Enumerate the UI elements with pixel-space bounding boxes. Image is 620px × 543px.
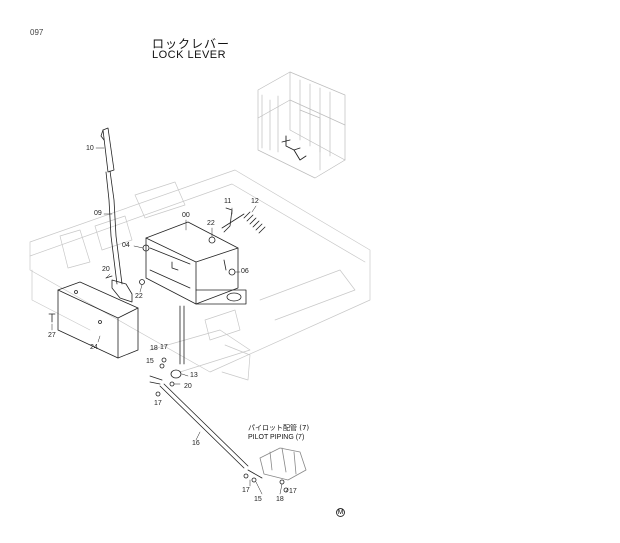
part-label-09: 09 xyxy=(94,210,102,217)
inset-lock-lever-highlight xyxy=(281,135,307,161)
part-label-10: 10 xyxy=(86,145,94,152)
page-code: 097 xyxy=(30,28,44,37)
part-label-17-mid: 17 xyxy=(154,400,162,407)
part-label-20-upper: 20 xyxy=(102,266,110,273)
lock-lever-handle xyxy=(100,127,123,285)
pilot-valve-sketch xyxy=(259,447,307,481)
return-spring xyxy=(243,211,266,234)
part-label-22-lower: 22 xyxy=(135,293,143,300)
part-label-17-right: 17 xyxy=(289,488,297,495)
title-english: LOCK LEVER xyxy=(152,49,227,61)
part-label-15-upper: 15 xyxy=(146,358,154,365)
part-label-18-lower: 18 xyxy=(276,496,284,503)
part-label-17-upper: 17 xyxy=(160,344,168,351)
part-label-15-lower: 15 xyxy=(254,496,262,503)
part-label-27: 27 xyxy=(48,332,56,339)
title-japanese: ロックレバー xyxy=(152,37,231,51)
revision-mark: M xyxy=(336,508,345,517)
lever-base-bracket xyxy=(111,279,133,303)
fasteners xyxy=(48,236,236,323)
lever-cover-box xyxy=(145,221,247,305)
part-label-13: 13 xyxy=(190,372,198,379)
pilot-piping-ref-english: PILOT PIPING (7) xyxy=(248,434,305,441)
spring-rod xyxy=(221,207,245,233)
part-label-12: 12 xyxy=(251,198,259,205)
control-rod xyxy=(159,383,249,469)
part-label-20-lower: 20 xyxy=(184,383,192,390)
part-label-18-upper: 18 xyxy=(150,345,158,352)
part-label-11: 11 xyxy=(224,198,232,205)
part-label-04: 04 xyxy=(122,242,130,249)
part-label-06: 06 xyxy=(241,268,249,275)
leader-lines xyxy=(51,147,289,495)
part-label-16: 16 xyxy=(192,440,200,447)
part-label-00: 00 xyxy=(182,212,190,219)
part-label-22-upper: 22 xyxy=(207,220,215,227)
part-label-17-lower: 17 xyxy=(242,487,250,494)
pilot-piping-ref-japanese: パイロット配管 (7) xyxy=(248,424,310,432)
floor-frame-phantom xyxy=(29,169,371,381)
part-label-24: 24 xyxy=(90,344,98,351)
pilot-end-fittings xyxy=(243,469,289,493)
mounting-plate xyxy=(57,281,139,359)
linkage-joint xyxy=(149,305,185,397)
machine-inset-sketch xyxy=(257,71,346,179)
